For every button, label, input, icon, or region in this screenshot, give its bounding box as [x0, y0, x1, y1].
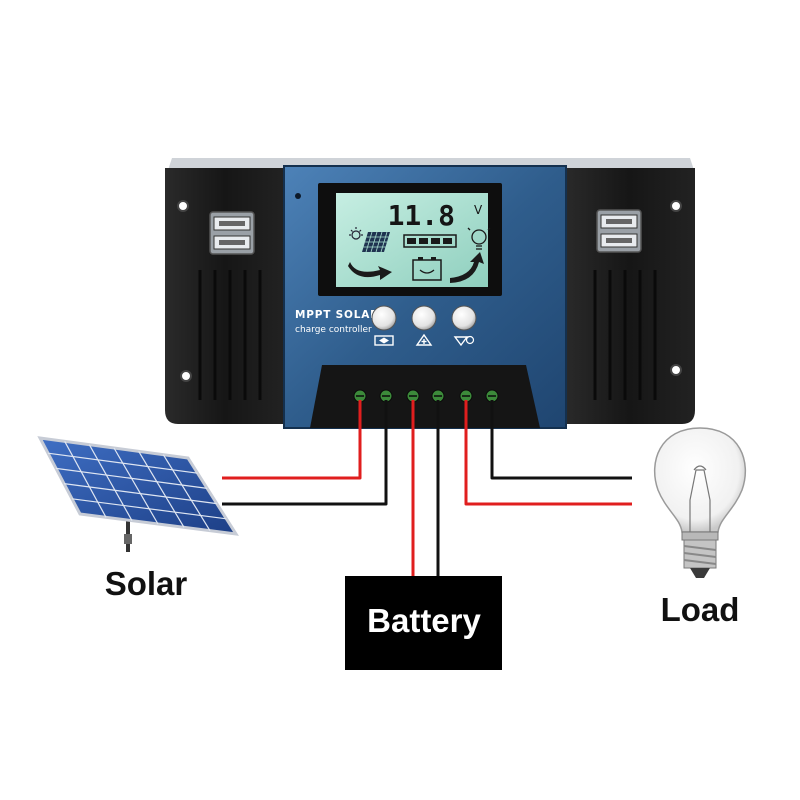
menu-icon	[374, 335, 394, 346]
bulb-icon	[467, 227, 491, 250]
mount-hole-left-bottom	[180, 370, 192, 382]
usb-ports-left[interactable]	[209, 211, 255, 255]
wiring	[222, 400, 632, 578]
battery-face-icon	[412, 257, 442, 281]
battery-level-icon	[403, 234, 457, 248]
solar-panel-icon	[362, 231, 390, 253]
terminal-screws	[353, 389, 499, 403]
battery-label: Battery	[367, 602, 481, 639]
terminal-block	[310, 365, 540, 428]
brand-line-2: charge controller	[295, 325, 372, 335]
sun-icon	[349, 227, 363, 240]
solar-positive-wire	[222, 400, 362, 480]
mount-hole-left-top	[177, 200, 189, 212]
charge-controller: 11.8 V	[165, 158, 695, 429]
battery-box	[345, 576, 502, 670]
charge-arrow-icon	[348, 262, 392, 280]
status-led	[295, 193, 301, 199]
up-adjust-button[interactable]	[411, 305, 437, 331]
terminal-screw-6[interactable]	[485, 389, 499, 403]
menu-button[interactable]	[371, 305, 397, 331]
load-label: Load	[661, 591, 740, 628]
brand-line-1: MPPT SOLAR	[295, 309, 379, 321]
mount-hole-right-bottom	[670, 364, 682, 376]
solar-label: Solar	[105, 565, 188, 602]
light-bulb-illustration	[654, 427, 746, 578]
mount-hole-right-top	[670, 200, 682, 212]
load-switch-button[interactable]	[451, 305, 477, 331]
solar-panel-illustration	[37, 436, 239, 552]
right-cooling-ribs	[593, 270, 657, 400]
solar-negative-wire	[222, 400, 388, 506]
load-positive-wire	[464, 400, 632, 506]
load-negative-wire	[490, 400, 632, 480]
lcd-voltage-unit: V	[474, 203, 483, 217]
left-housing	[165, 168, 285, 424]
up-adjust-icon	[415, 333, 433, 346]
usb-ports-right[interactable]	[596, 209, 642, 253]
discharge-arrow-icon	[450, 252, 484, 283]
load-switch-icon	[453, 335, 475, 347]
lcd-voltage-value: 11.8	[388, 199, 455, 232]
left-cooling-ribs	[198, 270, 262, 400]
